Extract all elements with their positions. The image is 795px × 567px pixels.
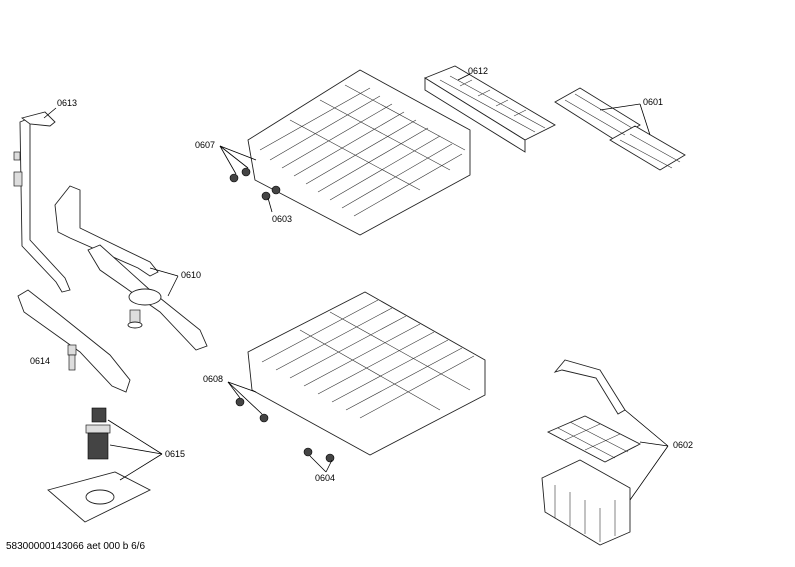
racks-0601 bbox=[554, 87, 686, 171]
cutlery-basket-0602 bbox=[541, 359, 641, 546]
spray-pipe-0610 bbox=[54, 185, 208, 351]
upper-basket bbox=[229, 69, 471, 236]
label-0607: 0607 bbox=[195, 140, 216, 150]
label-0603: 0603 bbox=[272, 214, 293, 224]
label-0613: 0613 bbox=[57, 98, 78, 108]
document-footer: 58300000143066 aet 000 b 6/6 bbox=[6, 541, 146, 552]
lower-basket bbox=[235, 291, 486, 463]
label-0602: 0602 bbox=[673, 440, 694, 450]
label-0610: 0610 bbox=[181, 270, 202, 280]
label-0615: 0615 bbox=[165, 449, 186, 459]
label-0604: 0604 bbox=[315, 473, 336, 483]
label-0612: 0612 bbox=[468, 66, 489, 76]
label-0608: 0608 bbox=[203, 374, 224, 384]
spray-arm-0614 bbox=[17, 289, 131, 393]
filter-0615 bbox=[47, 407, 152, 523]
leader-lines bbox=[43, 73, 669, 501]
label-0614: 0614 bbox=[30, 356, 51, 366]
label-0601: 0601 bbox=[643, 97, 664, 107]
cutlery-tray-0612 bbox=[424, 65, 556, 153]
